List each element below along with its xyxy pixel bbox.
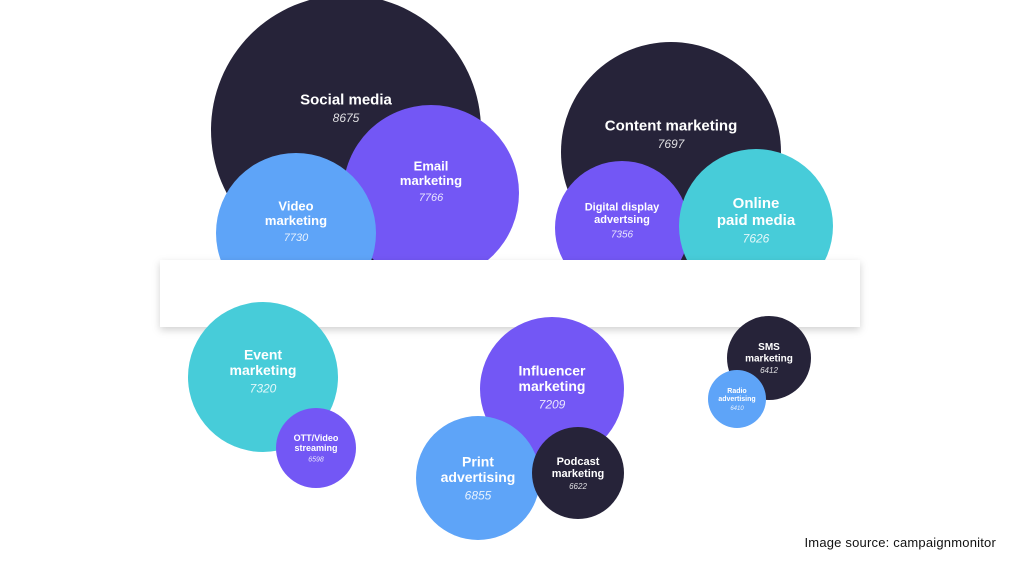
bubble-label: Social media (300, 92, 392, 109)
bubble-circle (532, 427, 624, 519)
bubble-label: Content marketing (605, 118, 738, 135)
bubble-circle (343, 105, 519, 281)
bubble-circle (276, 408, 356, 488)
bubble-value: 6598 (308, 456, 324, 463)
bubble-value: 6410 (730, 406, 744, 412)
bubble-value: 6412 (760, 366, 778, 375)
bubble-value: 7766 (419, 192, 444, 204)
bubble-circle (416, 416, 540, 540)
bubble-value: 7730 (284, 232, 309, 244)
bubble-value: 7356 (611, 229, 634, 240)
bubble-value: 7697 (658, 137, 686, 151)
bubble-value: 7209 (539, 398, 566, 412)
bubble-value: 6855 (465, 489, 492, 503)
bubble-value: 8675 (333, 111, 360, 125)
bubble-value: 7320 (250, 382, 277, 396)
bubble-value: 6622 (569, 482, 587, 491)
bubble-circle (708, 370, 766, 428)
bubble-circle (480, 317, 624, 461)
bubble-value: 7626 (743, 231, 770, 245)
image-source-caption: Image source: campaignmonitor (804, 535, 996, 550)
